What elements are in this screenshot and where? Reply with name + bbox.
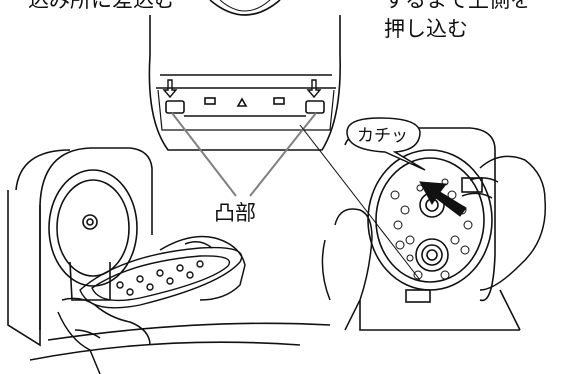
right-rice-cooker xyxy=(344,127,521,331)
push-arrow-icon xyxy=(419,181,467,217)
right-step-caption-line2: 押し込む xyxy=(384,17,468,41)
left-rice-cooker xyxy=(7,147,331,361)
left-step-caption: 込み所に差込む xyxy=(28,0,175,12)
hands-left xyxy=(57,235,246,374)
right-step-caption-line1: するまで上側を xyxy=(384,0,531,12)
inner-lid-left xyxy=(79,246,243,309)
detail-inset xyxy=(148,0,341,151)
lid-holes xyxy=(390,178,473,280)
hands-right xyxy=(321,155,547,331)
convex-part-label: 凸部 xyxy=(214,201,256,225)
click-sound-label: カチッ xyxy=(357,126,408,146)
leader-lines xyxy=(171,112,421,281)
down-arrow-icon xyxy=(162,79,322,99)
click-bubble xyxy=(346,117,426,171)
